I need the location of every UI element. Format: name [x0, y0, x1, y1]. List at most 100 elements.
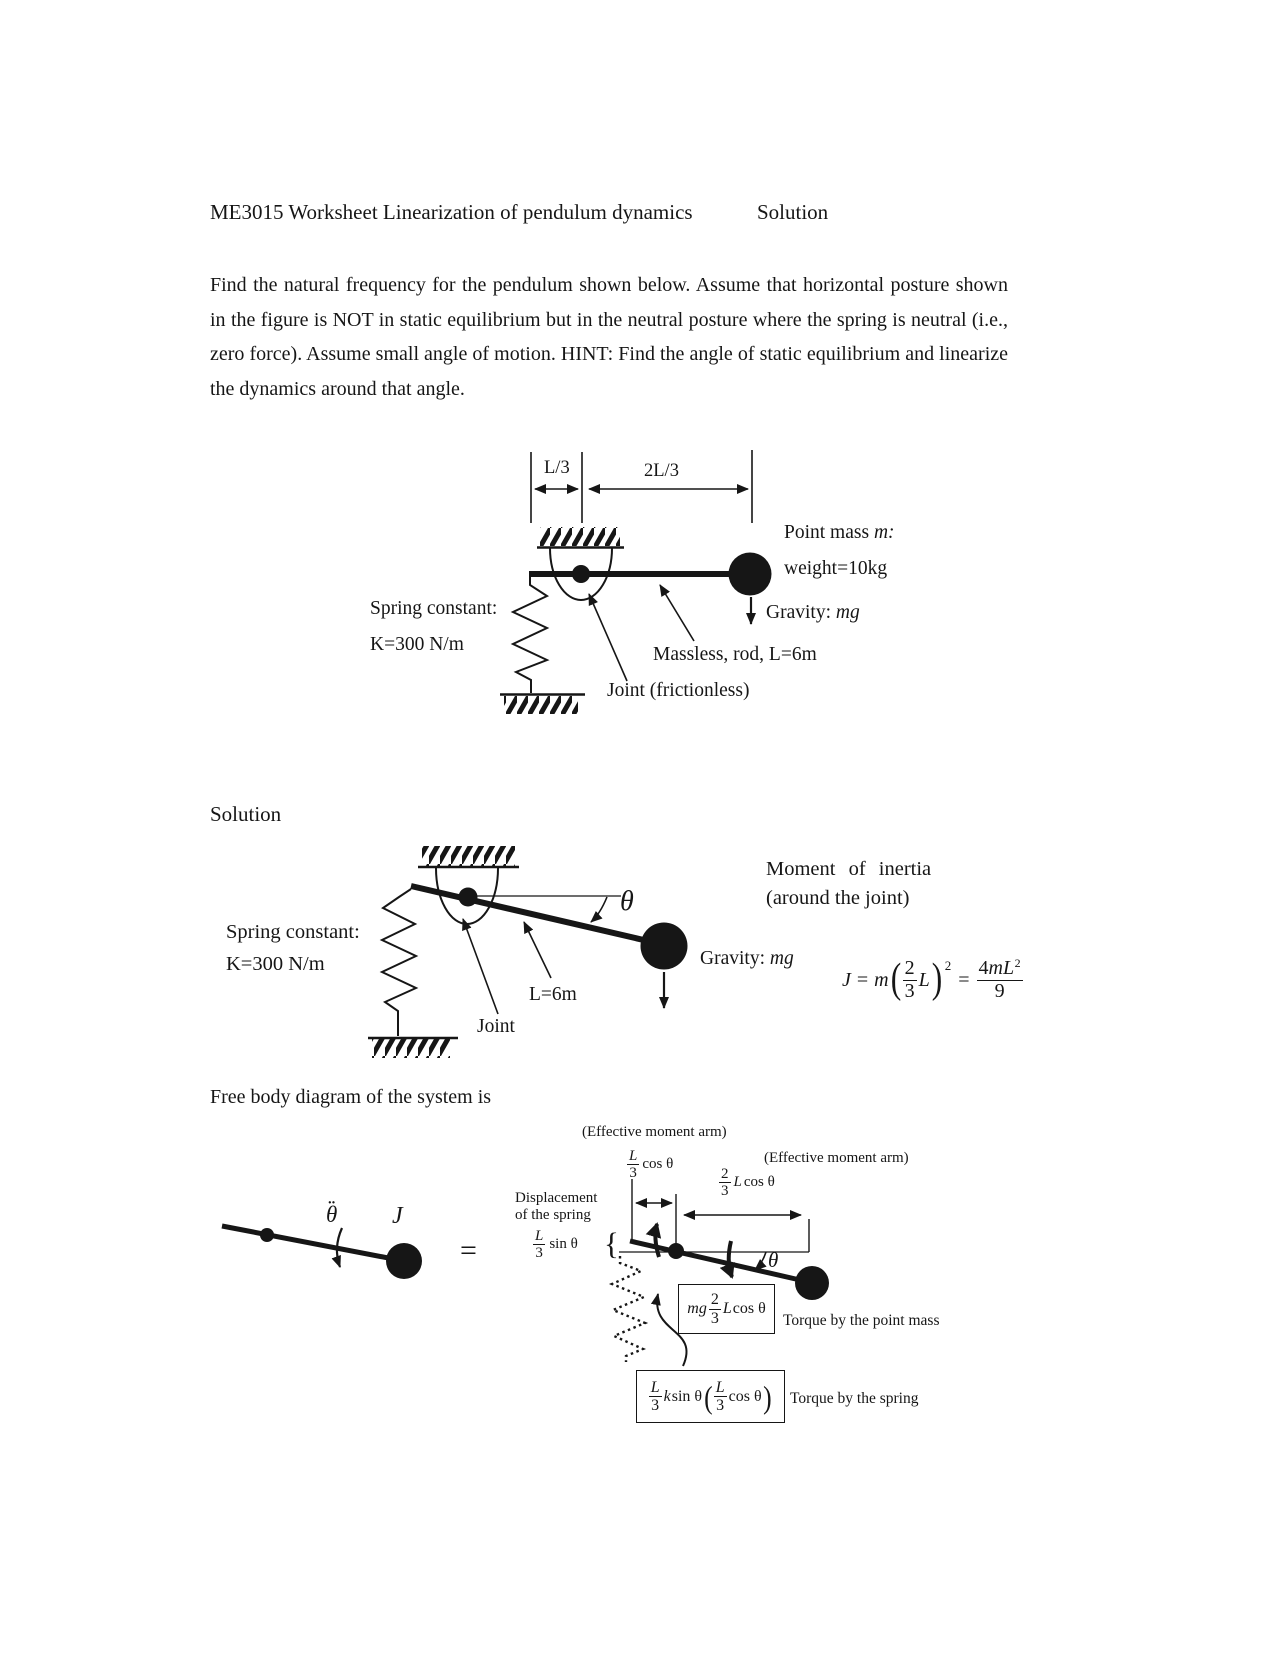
figure1-spring [510, 577, 550, 693]
fbd-right-angle-arc-arrow [754, 1251, 767, 1271]
figure2-length-pointer-arrow [523, 921, 552, 979]
fbd-arm-large-var: L [733, 1174, 742, 1191]
fbd-arm-small-num: L [627, 1148, 640, 1166]
fbd-right-joint-dot [668, 1243, 684, 1259]
fbd-heading: Free body diagram of the system is [210, 1086, 492, 1108]
fig2-length-label: L=6m [529, 984, 577, 1005]
fbd-arm-large-den: 3 [721, 1183, 729, 1200]
fbd-mass-torque-arrow [719, 1240, 735, 1279]
fig1-dim-large-label: 2L/3 [644, 461, 679, 481]
torque-spring-open-paren: ( [704, 1378, 713, 1415]
fig2-joint-label: Joint [477, 1016, 515, 1037]
formula-two-thirds-num: 2 [902, 956, 917, 981]
figure1-joint-pointer-arrow [588, 593, 628, 682]
fbd-left-rod [221, 1223, 405, 1264]
torque-mass-num: 2 [708, 1291, 721, 1310]
moment-of-inertia-line1: Moment of inertia [766, 858, 932, 880]
fig1-joint-label: Joint (frictionless) [607, 680, 750, 701]
formula-result-coef: 4 [978, 956, 989, 979]
fig1-gravity-var: mg [835, 602, 860, 623]
fig1-weight-label: weight=10kg [784, 558, 888, 579]
intro-paragraph: Find the natural frequency for the pendu… [210, 274, 1008, 400]
formula-result-fraction: 4mL2 9 [976, 955, 1023, 1002]
fbd-displacement-line1: Displacement [515, 1190, 598, 1206]
fig2-spring-label-2: K=300 N/m [226, 953, 325, 975]
fbd-displacement-brace: { [604, 1226, 619, 1261]
formula-equals-2: = [958, 968, 970, 991]
fbd-spring-torque-arrow [645, 1222, 662, 1258]
fig1-rod-label: Massless, rod, L=6m [653, 644, 817, 665]
torque-spring-den1: 3 [651, 1397, 660, 1414]
torque-spring-den2: 3 [716, 1397, 725, 1414]
figure1-point-mass-ball [728, 552, 772, 596]
fbd-left-joint-dot [260, 1228, 274, 1242]
torque-mass-mg: mg [687, 1300, 707, 1317]
fig1-spring-label-1: Spring constant: [370, 598, 498, 619]
torque-spring-close-paren: ) [762, 1378, 772, 1415]
formula-close-paren: ) [931, 956, 943, 1003]
fig2-gravity-var: mg [769, 948, 794, 969]
figure2-ground [368, 1036, 458, 1058]
torque-spring-k: k [663, 1387, 671, 1405]
fbd-spring-dotted [608, 1256, 649, 1362]
page-title-solution: Solution [757, 200, 829, 224]
fbd-disp-fn: sin θ [549, 1236, 578, 1253]
torque-mass-fn: cos θ [732, 1300, 766, 1317]
fbd-angle-theta-label: θ [768, 1248, 779, 1272]
torque-mass-den: 3 [710, 1309, 719, 1327]
fig1-gravity-prefix: Gravity: [766, 602, 836, 623]
fig2-gravity-label: Gravity: mg [700, 948, 794, 970]
fbd-theta: θ [326, 1202, 338, 1227]
formula-L: L [918, 968, 930, 991]
fbd-theta-ddot-label: ·· θ [326, 1192, 338, 1227]
formula-result-var: mL [988, 956, 1015, 979]
fig1-gravity-label: Gravity: mg [766, 602, 860, 624]
figure2-angle-arc-arrow [590, 896, 608, 923]
formula-equals: = [856, 968, 869, 991]
figure1-dimension-lines [530, 450, 753, 523]
fig2-spring-label-1: Spring constant: [226, 921, 360, 943]
formula-two-thirds-den: 3 [904, 979, 915, 1002]
formula-result-power: 2 [1014, 955, 1021, 970]
figure1-ceiling [537, 527, 624, 549]
torque-mass-L: L [722, 1300, 732, 1317]
fbd-inertia-label: J [392, 1203, 403, 1229]
figure1-rod-pointer-arrow [659, 584, 695, 642]
fbd-spring-box-pointer-arrow [650, 1293, 688, 1367]
solution-heading: Solution [210, 802, 282, 826]
fbd-arm-large-num: 2 [719, 1166, 731, 1184]
figure2-point-mass-ball [640, 922, 688, 970]
formula-power: 2 [944, 957, 952, 973]
figure1-ground [500, 693, 585, 714]
page-title: ME3015 Worksheet Linearization of pendul… [210, 200, 693, 224]
fig1-spring-label-2: K=300 N/m [370, 634, 464, 655]
torque-spring-fn1: sin θ [671, 1387, 703, 1405]
fbd-effective-arm-top-label: (Effective moment arm) [582, 1124, 727, 1140]
fig2-gravity-prefix: Gravity: [700, 948, 770, 969]
torque-spring-num2: L [713, 1378, 727, 1397]
fbd-left-rotation-arrow [331, 1227, 344, 1268]
torque-mass-caption: Torque by the point mass [783, 1312, 940, 1329]
formula-result-num: 4mL2 [976, 955, 1023, 981]
fbd-ddot: ·· [326, 1192, 337, 1214]
torque-spring-fn2: cos θ [728, 1387, 762, 1405]
figure1-joint-dot [572, 565, 590, 583]
fbd-arm-large-fn: cos θ [743, 1174, 775, 1191]
fig1-point-mass-prefix: Point mass [784, 522, 874, 543]
figure2-rod [410, 883, 649, 944]
fig1-point-mass-label: Point mass m: [784, 522, 895, 544]
fbd-displacement-line2: of the spring [515, 1207, 591, 1223]
fbd-disp-num: L [533, 1228, 546, 1246]
